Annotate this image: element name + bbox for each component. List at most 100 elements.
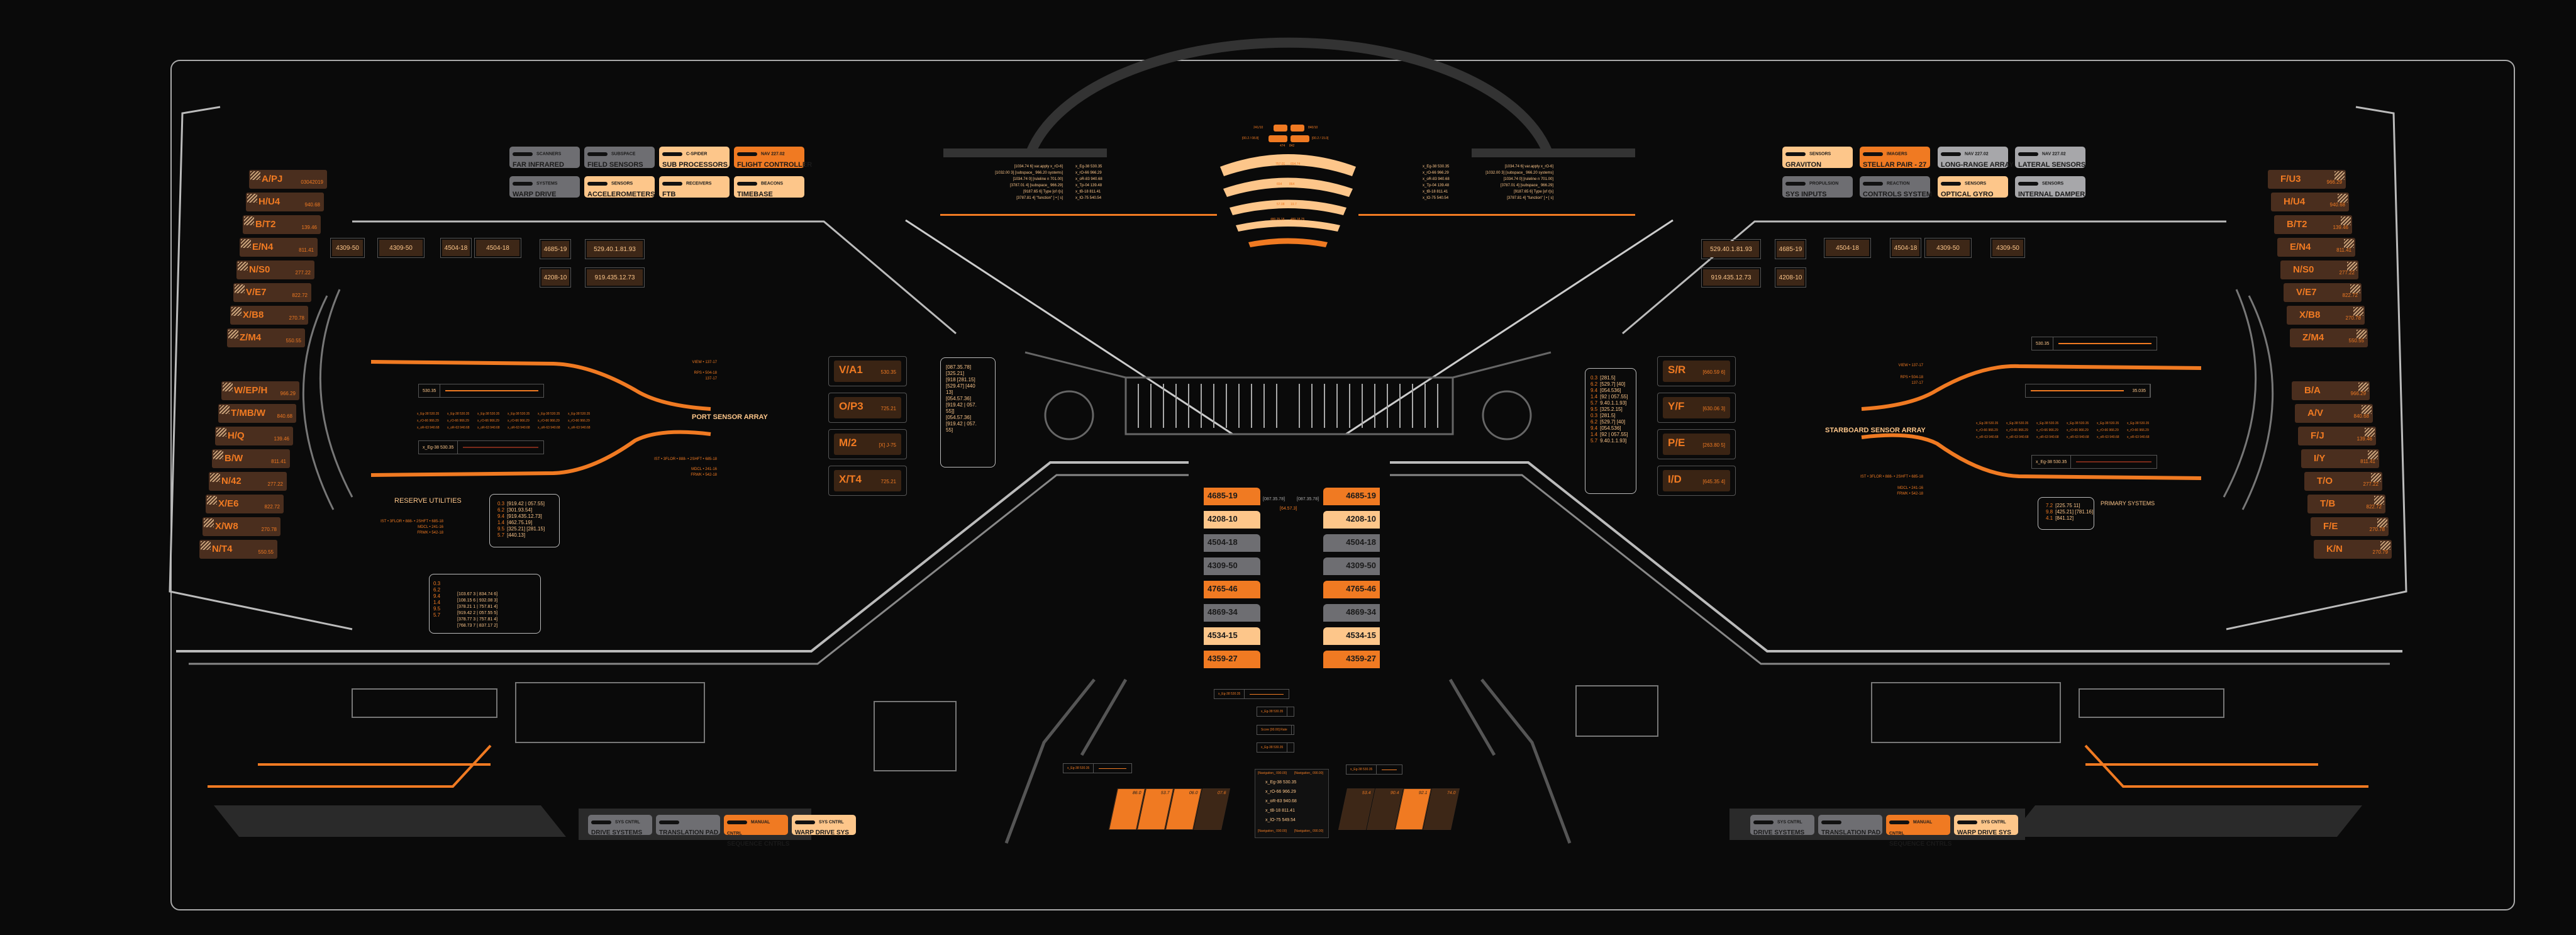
info-line: 9.4[919.435.12.73] [497, 513, 552, 520]
bottom-button-translation-pad[interactable]: TRANSLATION PAD [1818, 815, 1882, 836]
info-line: 0.3[281.5] [1591, 375, 1631, 381]
stack-item-right[interactable]: 4309-50 [1323, 557, 1380, 575]
stack-item-right[interactable]: 4534-15 [1323, 627, 1380, 645]
starboard_sensor-readout-mid-bar[interactable]: 35.035 [2025, 384, 2151, 398]
stack-item-right[interactable]: 4869-34 [1323, 604, 1380, 622]
panel-category: SENSORS [1809, 152, 1831, 157]
x-list-right: x_rO-66 966.29 [1423, 171, 1449, 175]
console-bar[interactable]: x_Eg-38 530.35 [1063, 763, 1132, 773]
stack-item-right[interactable]: 4685-19 [1323, 488, 1380, 505]
console-bar[interactable]: Score [00.00] Rate [1257, 725, 1294, 735]
stack-item-right[interactable]: 4504-18 [1323, 534, 1380, 552]
port_sensor-readout2-bar[interactable]: x_Eg-38 530.35 [418, 440, 544, 454]
panel-label: OPTICAL GYRO [1941, 191, 1994, 198]
stack-item-left[interactable]: 4869-34 [1204, 604, 1260, 622]
line-key: 0.3 [1591, 375, 1598, 381]
starboard_sensor-readout-bar[interactable]: 530.35 [2031, 337, 2157, 350]
stack-item-left[interactable]: 4504-18 [1204, 534, 1260, 552]
panel-label: WARP DRIVE [513, 191, 557, 198]
stack-item-right[interactable]: 4359-27 [1323, 651, 1380, 668]
starboard_sensor-readout2-bar[interactable]: x_Eg-38 530.35 [2031, 455, 2157, 469]
stack-item-left[interactable]: 4765-46 [1204, 581, 1260, 598]
stack-item-right[interactable]: 4208-10 [1323, 511, 1380, 529]
stack-item-left[interactable]: 4309-50 [1204, 557, 1260, 575]
lower-value: [108.15 6 | 932.08 3] [457, 598, 498, 603]
stack-item-left[interactable]: 4208-10 [1204, 511, 1260, 529]
stack-item-right[interactable]: 4765-46 [1323, 581, 1380, 598]
console-column [1255, 769, 1329, 838]
console-bar[interactable]: x_Eg-38 530.35 [1214, 689, 1289, 699]
stack-item-left[interactable]: 4534-15 [1204, 627, 1260, 645]
bar-track [1250, 693, 1284, 695]
console-bar[interactable]: x_Eg-38 530.35 [1346, 764, 1402, 775]
tag-value: 277.22 [2339, 270, 2355, 276]
bottom-button-translation-pad[interactable]: TRANSLATION PAD [656, 815, 720, 836]
readout-code: Y/F [1668, 400, 1685, 412]
tag-value: 840.68 [277, 413, 292, 419]
lower-value: [378.21 1 | 757.81 4] [457, 605, 498, 609]
port_sensor-readout-bar[interactable]: 530.35 [418, 384, 544, 398]
stack-item-left[interactable]: 4685-19 [1204, 488, 1260, 505]
stack-item-left[interactable]: 4359-27 [1204, 651, 1260, 668]
sensor-grid-cell: x_Eg-38 530.35 [1976, 422, 1999, 425]
console-bar[interactable]: x_Eg-38 530.35 [1257, 707, 1294, 717]
console-bar[interactable]: x_Eg-38 530.35 [1257, 742, 1294, 753]
panel-label: ACCELEROMETERS [587, 191, 655, 198]
